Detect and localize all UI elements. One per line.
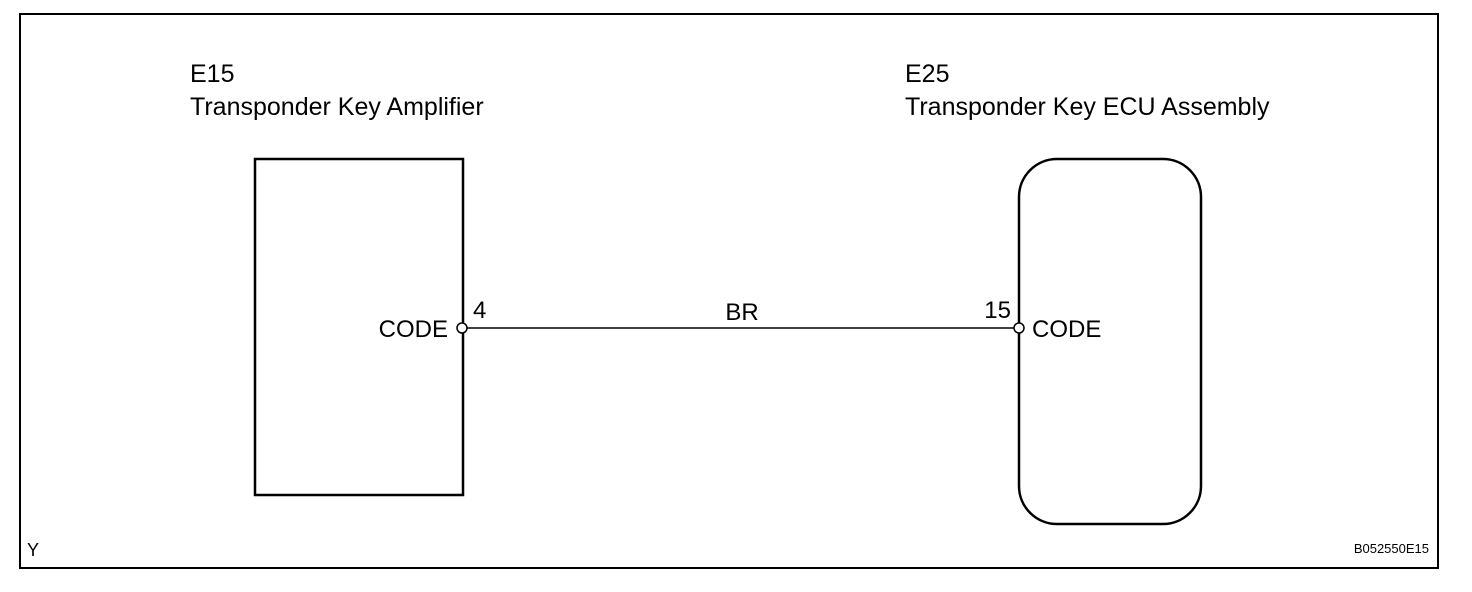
right-component-name: Transponder Key ECU Assembly [905, 93, 1270, 121]
ecu-box [1017, 157, 1203, 526]
left-terminal-label: CODE [379, 316, 448, 343]
wire-color-label: BR [725, 299, 758, 326]
right-pin-number: 15 [984, 297, 1011, 324]
right-terminal-label: CODE [1032, 316, 1101, 343]
corner-letter: Y [27, 540, 39, 560]
left-terminal-connector [456, 322, 468, 334]
right-component-ref: E25 [905, 60, 949, 88]
left-component-ref: E15 [190, 60, 234, 88]
right-terminal-connector [1013, 322, 1025, 334]
left-component-name: Transponder Key Amplifier [190, 93, 484, 121]
figure-id: B052550E15 [1354, 541, 1429, 556]
left-pin-number: 4 [473, 297, 486, 324]
